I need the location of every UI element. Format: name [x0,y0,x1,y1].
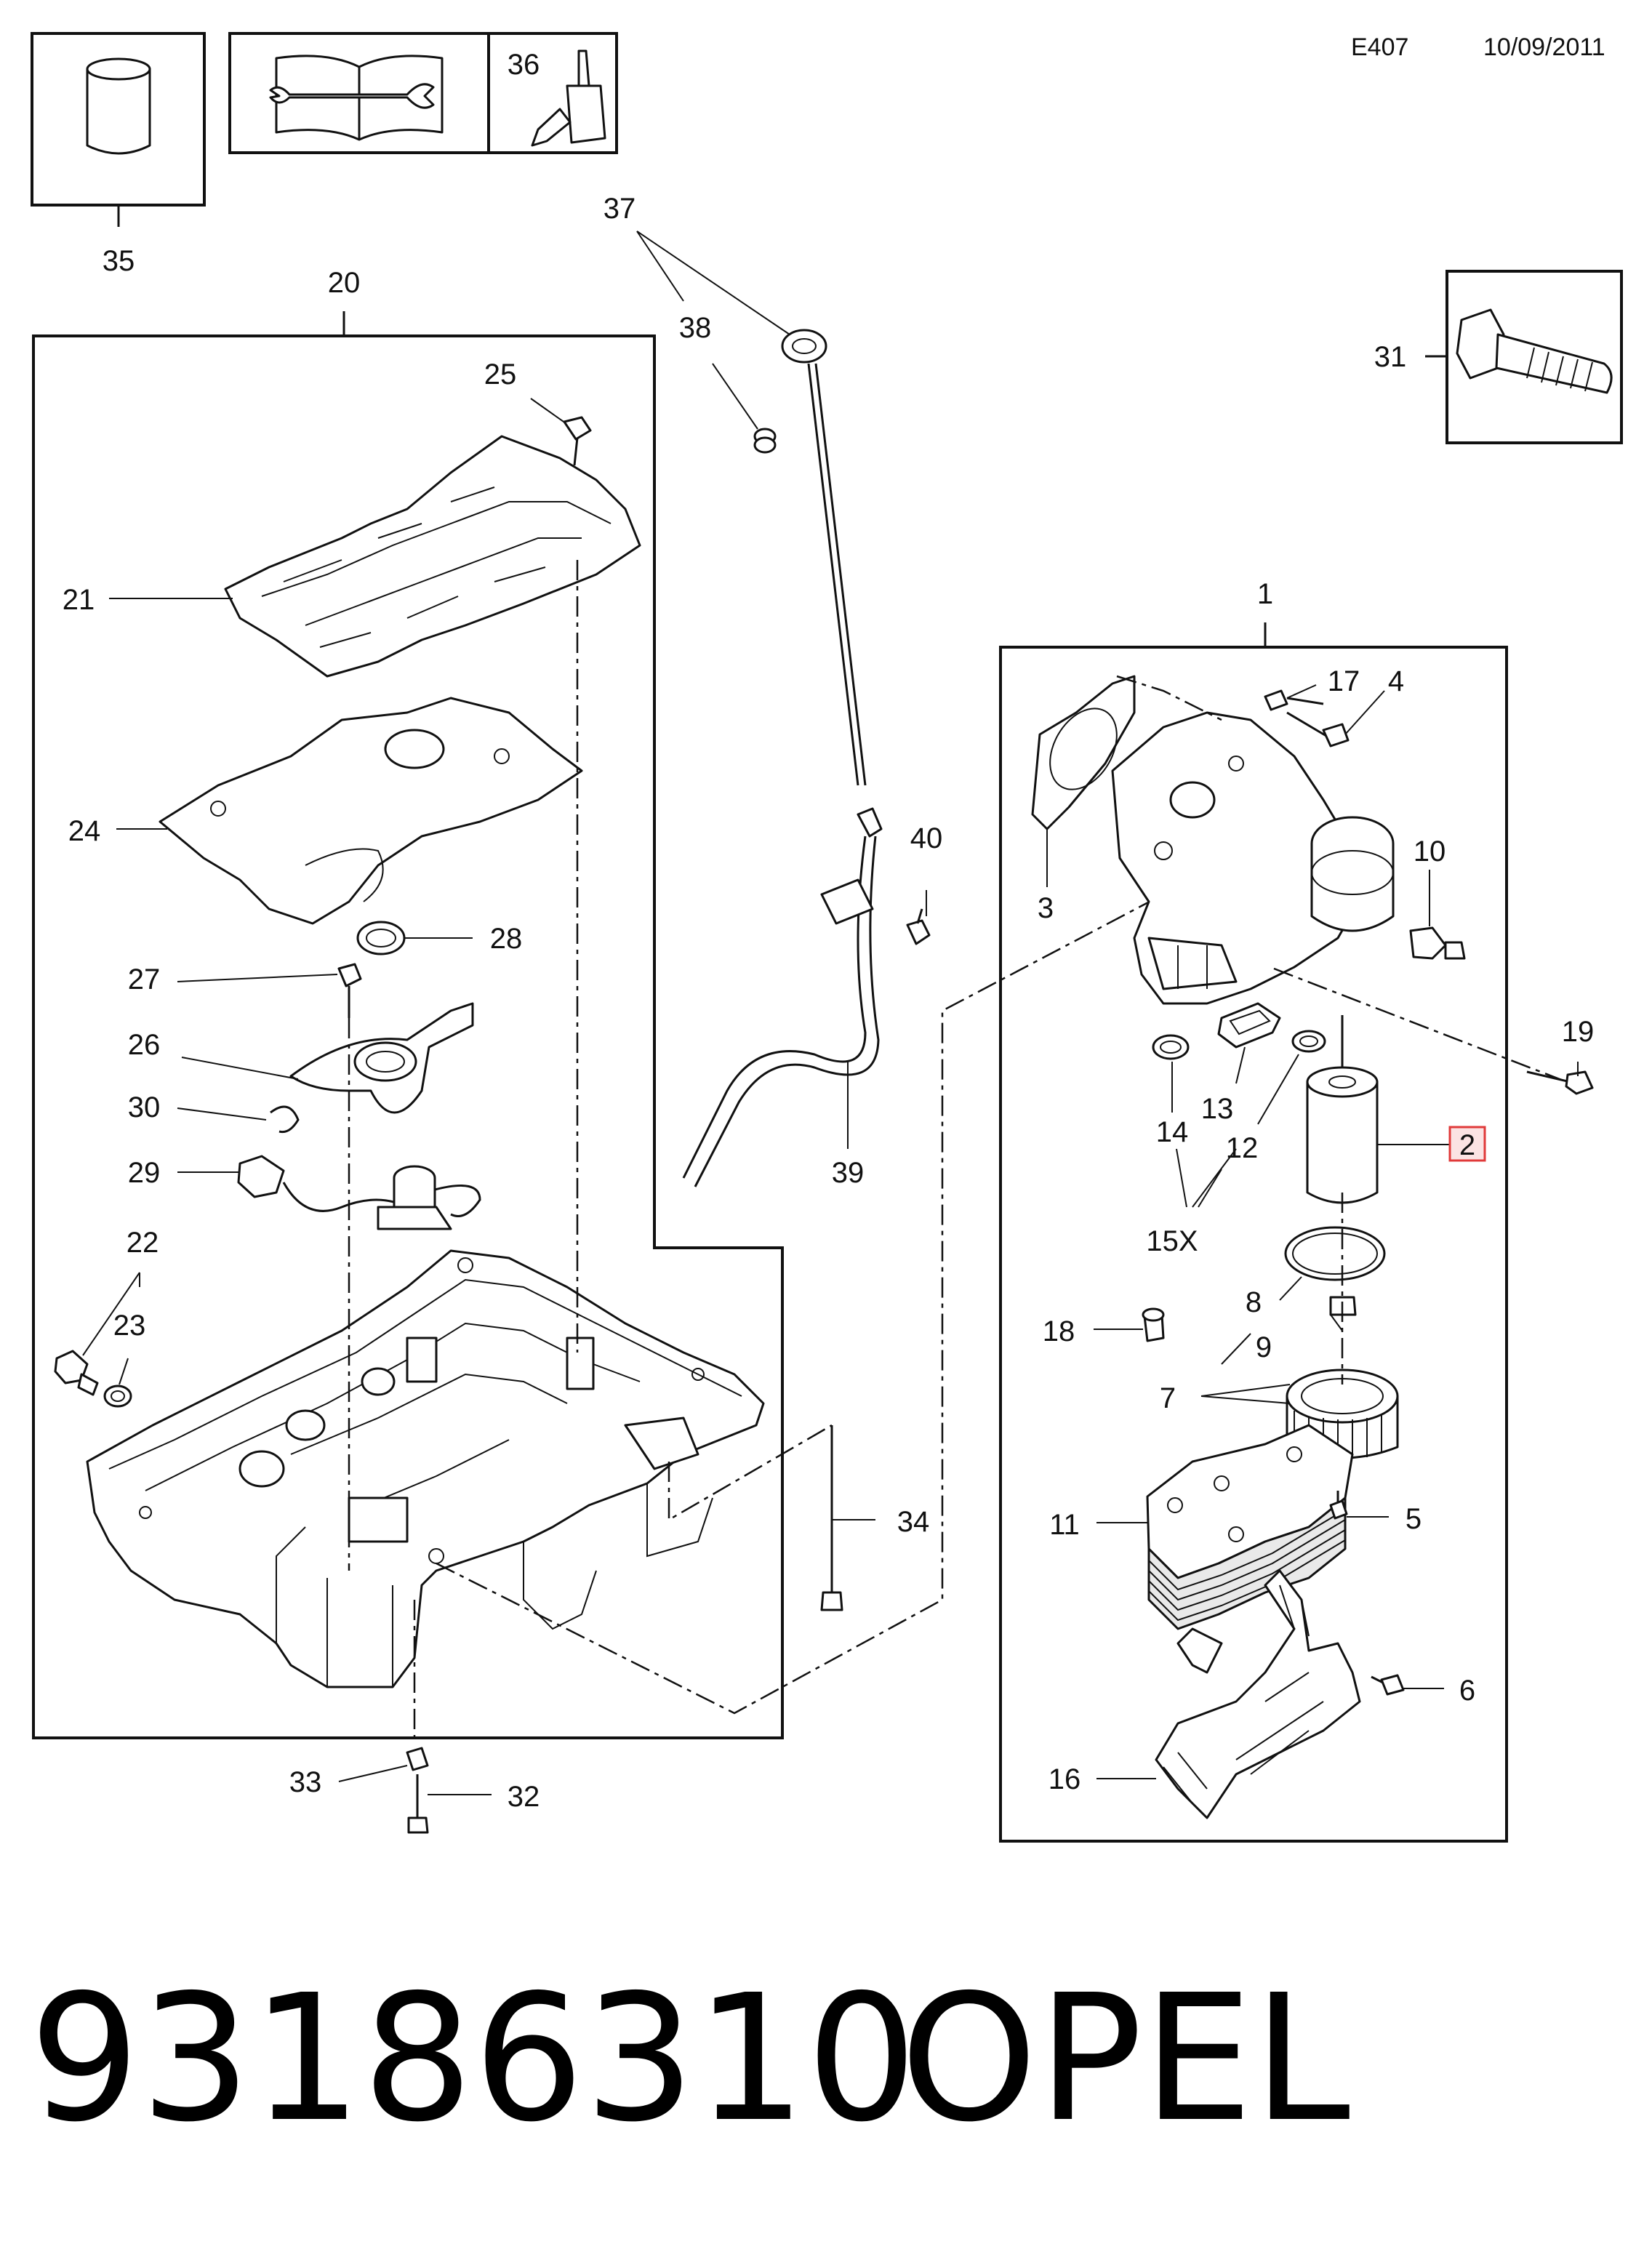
bolt-32 [407,1774,492,1834]
bolt-34 [820,1425,875,1611]
callout-7: 7 [1160,1382,1176,1414]
diagram-date: 10/09/2011 [1483,33,1605,61]
sensor-29 [177,1155,481,1230]
callout-4: 4 [1388,665,1404,697]
dipstick-37 [636,231,867,786]
callout-13: 13 [1201,1093,1234,1125]
callout-15X-lines [1176,1148,1237,1208]
lubricant-bottle-icon [531,49,606,147]
callout-32: 32 [508,1781,540,1813]
info-box [228,32,618,154]
bolt-19 [1526,1062,1594,1095]
diagram-code: E407 [1351,33,1408,61]
brand-name: OPEL [900,1957,1350,2160]
clip-30 [177,1105,300,1134]
oring-38 [712,363,777,454]
callout-18: 18 [1043,1315,1075,1347]
bolt-40 [906,890,931,945]
callout-27: 27 [128,963,161,995]
drain-plug-22 [54,1272,140,1408]
callout-28: 28 [490,923,523,955]
seal-13 [1217,1002,1281,1084]
callout-40: 40 [910,822,943,854]
callout-5: 5 [1406,1503,1422,1535]
seal-14 [1152,1034,1190,1113]
washer-33 [338,1747,429,1782]
callout-8: 8 [1246,1286,1262,1318]
item-31-box [1425,270,1623,444]
callout-31: 31 [1374,341,1407,373]
oil-cooler-11 [1096,1424,1354,1630]
baffle-21 [109,435,641,678]
callout-14: 14 [1156,1116,1189,1148]
oil-filter-2 [1306,1015,1450,1204]
oil-pan [86,1249,765,1688]
seal-12 [1257,1030,1326,1125]
callout-29: 29 [128,1157,161,1189]
tube-39 [682,807,883,1187]
alignment-line [1116,675,1222,721]
callout-16: 16 [1048,1763,1081,1795]
callout-20: 20 [328,267,361,299]
gasket-3 [1031,675,1136,887]
callout-19: 19 [1562,1016,1595,1048]
oil-pan-assembly-frame [32,311,784,1739]
filter-housing-frame [999,622,1508,1843]
screw-17 [1264,684,1324,711]
screw-27 [177,963,362,1018]
callout-9: 9 [1256,1331,1272,1363]
callout-15X: 15X [1146,1225,1198,1257]
callout-2-highlight [1448,1126,1486,1162]
callout-22: 22 [127,1227,159,1259]
callout-33: 33 [289,1766,322,1798]
sleeve-icon [86,57,151,155]
callout-23: 23 [113,1310,146,1342]
bracket-16 [1096,1569,1361,1819]
callout-21: 21 [63,584,95,616]
callout-10: 10 [1414,836,1446,867]
screw-4 [1286,690,1385,748]
callout-6: 6 [1459,1675,1475,1707]
item-35-box [31,32,206,227]
callout-3: 3 [1038,892,1054,924]
callout-26: 26 [128,1029,161,1061]
alignment-line [436,893,1164,1715]
sensor-10 [1409,870,1466,960]
callout-37: 37 [604,193,636,225]
screw-6 [1371,1674,1444,1696]
filter-housing [1111,711,1395,1005]
oring-8 [1279,1226,1386,1301]
callout-39: 39 [832,1157,865,1189]
callout-11: 11 [1049,1509,1080,1541]
callout-17: 17 [1328,665,1360,697]
tray-24 [116,697,583,925]
valve-9 [1221,1296,1357,1365]
bolt-icon [1456,308,1613,394]
callout-25: 25 [484,358,517,390]
part-number: 93186310 [29,1957,918,2160]
callout-34: 34 [897,1506,930,1538]
callout-35: 35 [103,245,135,277]
seal-28 [356,921,473,955]
callout-24: 24 [68,815,101,847]
callout-30: 30 [128,1091,161,1123]
valve-18 [1094,1307,1165,1342]
pickup-26 [181,1002,474,1114]
callout-36: 36 [508,49,540,81]
callout-12: 12 [1226,1132,1259,1164]
alignment-line [667,1424,833,1522]
callout-labels: 1 2 3 4 5 6 7 8 9 10 11 12 13 14 15X 16 … [63,49,1595,1813]
callout-2: 2 [1459,1129,1475,1161]
callout-38: 38 [679,312,712,344]
callout-1: 1 [1257,578,1273,610]
screw-25 [530,398,592,466]
alignment-line [1273,967,1564,1082]
manual-wrench-icon [269,55,444,141]
screw-5 [1329,1491,1389,1520]
